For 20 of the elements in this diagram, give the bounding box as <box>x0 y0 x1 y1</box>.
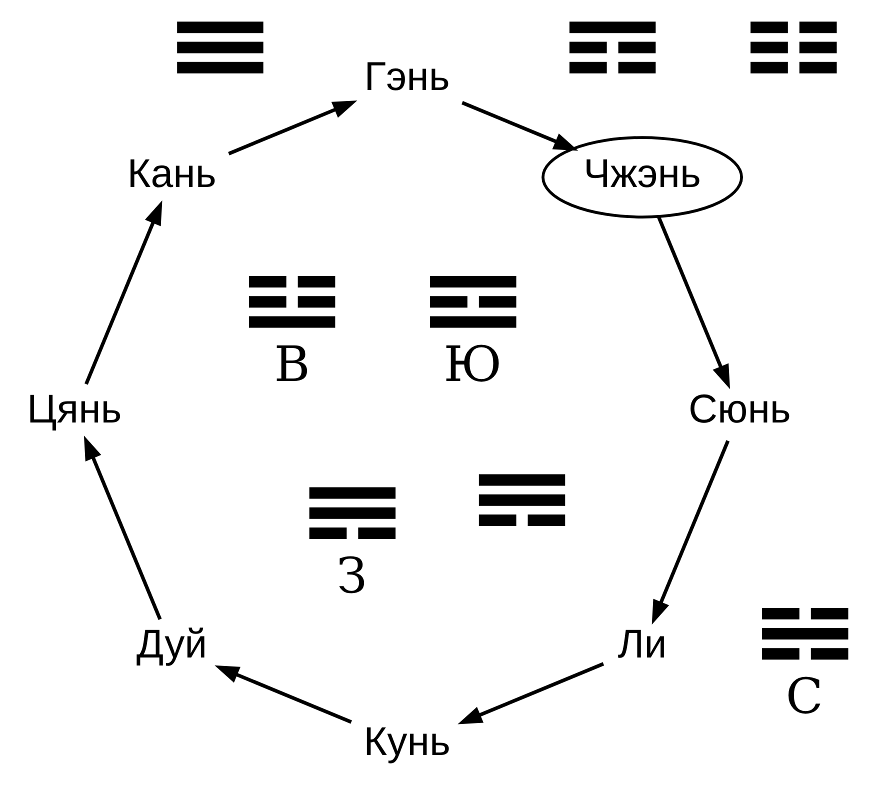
node-text: Ли <box>617 622 666 667</box>
node-text: Гэнь <box>364 54 450 99</box>
arrow <box>84 200 162 385</box>
node-text: Кунь <box>363 719 450 764</box>
arrow <box>461 101 578 151</box>
node-text: Кань <box>126 151 216 196</box>
arrow <box>228 100 357 156</box>
label: С <box>785 668 823 726</box>
node-text: Сюнь <box>688 386 790 432</box>
arrow <box>457 662 604 724</box>
arrow <box>214 665 352 724</box>
arrow <box>83 436 162 620</box>
node-text: Дуй <box>136 622 207 667</box>
node-text: Цянь <box>26 386 122 432</box>
label: В <box>274 336 310 394</box>
arrow <box>651 440 730 625</box>
arrow <box>656 216 730 390</box>
node-ellipse: Чжэнь <box>541 136 742 218</box>
label: З <box>336 547 367 604</box>
label: Ю <box>443 336 502 394</box>
